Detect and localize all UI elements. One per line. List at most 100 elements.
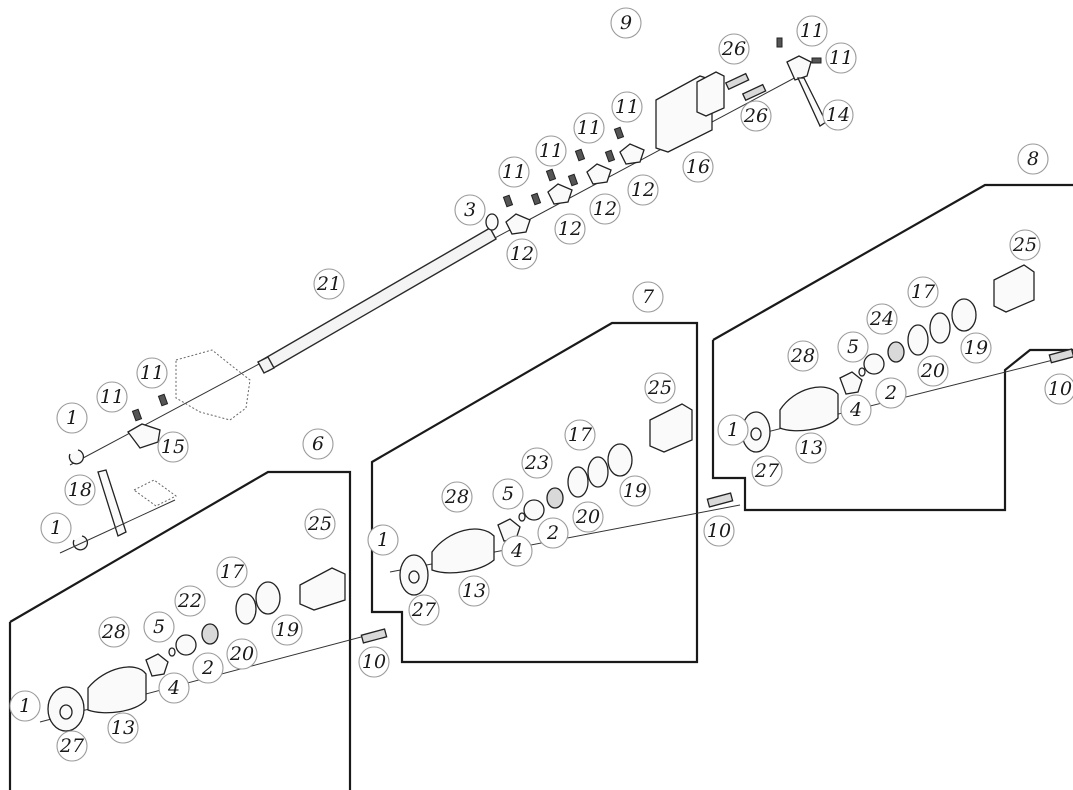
callout-1: 1 (367, 524, 399, 556)
callout-18: 18 (64, 474, 96, 506)
callout-10: 10 (703, 515, 735, 547)
svg-text:28: 28 (444, 486, 469, 508)
svg-text:27: 27 (59, 735, 85, 757)
callout-4: 4 (840, 394, 872, 426)
callout-11: 11 (498, 156, 530, 188)
panel-7-outline (370, 321, 699, 664)
svg-text:26: 26 (743, 105, 768, 127)
svg-text:12: 12 (558, 218, 582, 240)
svg-text:10: 10 (707, 520, 731, 542)
svg-text:2: 2 (884, 382, 897, 404)
callout-11: 11 (573, 112, 605, 144)
svg-text:17: 17 (911, 281, 936, 303)
callout-9: 9 (610, 7, 642, 39)
svg-text:22: 22 (177, 590, 202, 612)
callout-7: 7 (632, 281, 664, 313)
svg-text:12: 12 (510, 243, 534, 265)
callout-1: 1 (9, 690, 41, 722)
callout-8: 8 (1017, 143, 1049, 175)
svg-text:1: 1 (377, 529, 389, 551)
callout-28: 28 (441, 481, 473, 513)
svg-text:15: 15 (161, 436, 185, 458)
callout-17: 17 (564, 419, 596, 451)
callout-28: 28 (98, 616, 130, 648)
svg-text:1: 1 (727, 419, 739, 441)
callout-20: 20 (226, 638, 258, 670)
svg-text:16: 16 (686, 156, 710, 178)
callout-11: 11 (796, 15, 828, 47)
callout-28: 28 (787, 340, 819, 372)
svg-text:7: 7 (642, 286, 655, 308)
callout-3: 3 (454, 194, 486, 226)
svg-text:9: 9 (620, 12, 632, 34)
callout-23: 23 (521, 447, 553, 479)
panel-8-outline (711, 183, 1073, 512)
svg-text:17: 17 (220, 561, 245, 583)
svg-text:11: 11 (100, 386, 124, 408)
svg-text:2: 2 (546, 522, 559, 544)
assembly-panel-8 (734, 264, 1073, 453)
svg-text:5: 5 (153, 616, 165, 638)
svg-text:1: 1 (50, 517, 62, 539)
svg-text:1: 1 (66, 407, 78, 429)
callout-11: 11 (136, 357, 168, 389)
svg-text:26: 26 (721, 38, 746, 60)
svg-text:10: 10 (1048, 378, 1072, 400)
callout-25: 25 (1009, 229, 1041, 261)
callout-22: 22 (174, 585, 206, 617)
callout-12: 12 (506, 238, 538, 270)
svg-text:8: 8 (1027, 148, 1039, 170)
callout-12: 12 (554, 213, 586, 245)
callout-14: 14 (822, 99, 854, 131)
svg-text:3: 3 (464, 199, 476, 221)
svg-text:20: 20 (229, 643, 254, 665)
callout-11: 11 (611, 91, 643, 123)
svg-text:4: 4 (849, 399, 862, 421)
svg-text:13: 13 (111, 717, 135, 739)
svg-text:28: 28 (790, 345, 815, 367)
callout-1: 1 (56, 402, 88, 434)
svg-text:17: 17 (568, 424, 593, 446)
callout-1: 1 (40, 512, 72, 544)
callout-2: 2 (875, 377, 907, 409)
svg-text:1: 1 (19, 695, 31, 717)
svg-text:14: 14 (826, 104, 850, 126)
callout-6: 6 (302, 428, 334, 460)
svg-text:25: 25 (1012, 234, 1037, 256)
callout-5: 5 (143, 611, 175, 643)
callout-2: 2 (537, 517, 569, 549)
callout-27: 27 (751, 455, 783, 487)
svg-text:19: 19 (623, 480, 647, 502)
svg-text:5: 5 (847, 336, 859, 358)
assembly-panel-6 (39, 567, 388, 732)
svg-text:24: 24 (869, 308, 894, 330)
callout-24: 24 (866, 303, 898, 335)
svg-text:11: 11 (800, 20, 824, 42)
callout-12: 12 (589, 193, 621, 225)
svg-text:10: 10 (362, 651, 386, 673)
svg-text:25: 25 (647, 377, 672, 399)
callout-5: 5 (492, 478, 524, 510)
svg-text:12: 12 (631, 179, 655, 201)
callout-11: 11 (535, 135, 567, 167)
svg-text:20: 20 (575, 506, 600, 528)
callout-25: 25 (644, 372, 676, 404)
svg-text:11: 11 (140, 362, 164, 384)
svg-text:2: 2 (201, 657, 214, 679)
callout-5: 5 (837, 331, 869, 363)
callout-2: 2 (192, 652, 224, 684)
callout-19: 19 (619, 475, 651, 507)
callout-10: 10 (358, 646, 390, 678)
callout-21: 21 (313, 268, 345, 300)
assembly-panel-7 (389, 403, 741, 596)
callout-10: 10 (1044, 373, 1073, 405)
callout-17: 17 (907, 276, 939, 308)
svg-text:13: 13 (799, 437, 823, 459)
callout-11: 11 (825, 42, 857, 74)
svg-text:28: 28 (101, 621, 126, 643)
svg-text:27: 27 (411, 599, 437, 621)
svg-text:19: 19 (275, 619, 299, 641)
callout-19: 19 (960, 332, 992, 364)
svg-text:27: 27 (754, 460, 780, 482)
callout-1: 1 (717, 414, 749, 446)
